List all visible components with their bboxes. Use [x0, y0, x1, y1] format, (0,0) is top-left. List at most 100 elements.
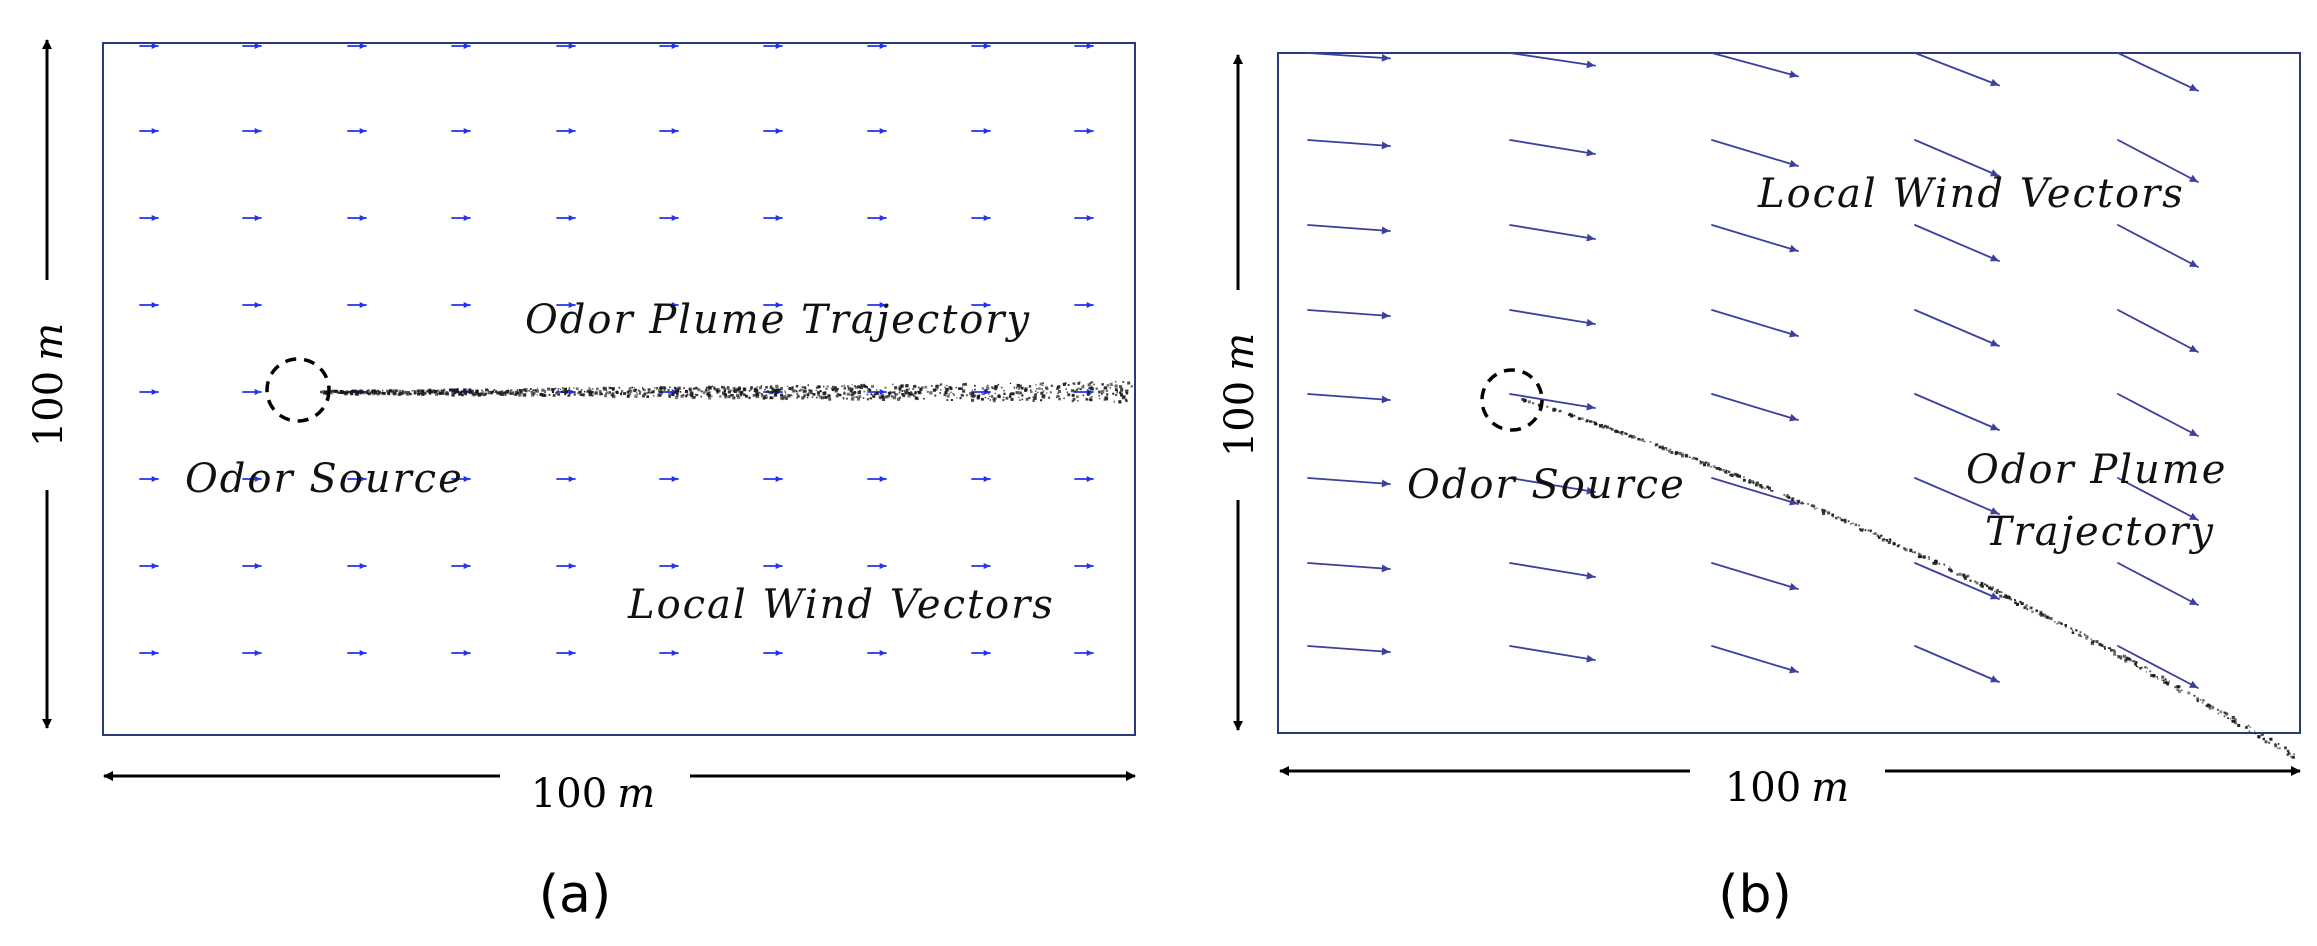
plume-dot	[945, 388, 948, 391]
plume-dot	[816, 396, 818, 399]
plume-dot	[1966, 574, 1970, 578]
plume-dot	[638, 390, 642, 393]
wind-arrow	[659, 42, 679, 50]
plume-dot	[956, 397, 958, 399]
plume-dot	[1089, 381, 1092, 384]
plume-dot	[662, 386, 666, 389]
plume-dot	[445, 391, 449, 395]
plume-dot	[780, 389, 782, 391]
plume-dot	[1527, 400, 1531, 404]
plume-dot	[1570, 414, 1574, 417]
plume-dot	[899, 390, 901, 392]
plume-dot	[1988, 587, 1991, 590]
plume-dot	[2044, 613, 2047, 616]
plume-dot	[1109, 382, 1113, 386]
plume-dot	[537, 387, 539, 389]
plume-dot	[451, 393, 455, 397]
plume-dot	[1105, 389, 1109, 393]
plume-dot	[1119, 385, 1123, 389]
plume-dot	[953, 394, 955, 396]
plume-dot	[1024, 388, 1028, 392]
wind-arrow	[2117, 52, 2199, 92]
plume-dot	[589, 391, 593, 395]
plume-dot	[2217, 709, 2219, 711]
plume-dot	[460, 392, 463, 395]
plume-dot	[729, 396, 731, 398]
plume-dot	[2107, 647, 2110, 649]
wind-arrow	[451, 562, 471, 570]
plume-dot	[1123, 395, 1126, 398]
plume-dot	[858, 395, 862, 399]
plume-dot	[555, 387, 557, 389]
plume-dot	[453, 391, 457, 395]
wind-arrow	[1914, 393, 2000, 431]
plume-dot	[2049, 617, 2053, 621]
plume-dot	[1712, 465, 1716, 469]
wind-arrow	[139, 127, 159, 135]
plume-dot	[2276, 747, 2279, 750]
plume-dot	[970, 395, 973, 398]
plume-dot	[2232, 719, 2236, 723]
plume-dot	[937, 387, 939, 389]
plume-dot	[647, 391, 650, 394]
plume-dot	[700, 395, 703, 398]
plume-dot	[1067, 383, 1070, 386]
plume-dot	[828, 397, 832, 401]
plume-dot	[1798, 499, 1801, 502]
plume-dot	[562, 387, 566, 391]
plume-dot	[468, 390, 472, 394]
plume-dot	[1522, 399, 1526, 403]
wind-arrow	[971, 42, 991, 50]
plume-dot	[737, 390, 741, 393]
plume-dot	[659, 391, 661, 393]
plume-dot	[620, 391, 623, 394]
plume-dot	[362, 391, 366, 395]
plume-dot	[1869, 530, 1872, 533]
plume-dot	[544, 389, 547, 392]
plume-dot	[732, 390, 735, 393]
plume-dot	[1075, 388, 1078, 391]
plume-dot	[448, 388, 452, 392]
plume-dot	[727, 395, 731, 399]
plume-dot	[2212, 706, 2215, 709]
plume-dot	[1801, 501, 1804, 504]
plume-dot	[421, 393, 425, 396]
plume-dot	[994, 387, 997, 391]
plume-dot	[2070, 627, 2073, 630]
plume-dot	[1531, 402, 1535, 405]
plume-dot	[989, 399, 991, 401]
plume-dot	[2010, 599, 2013, 601]
plume-dot	[881, 397, 886, 401]
plume-dot	[2026, 604, 2028, 606]
panel-b-height-label: 100m	[1217, 333, 1263, 457]
panel-b-source-label: Odor Source	[1407, 462, 1686, 508]
plume-dot	[755, 393, 759, 396]
plume-dot	[1030, 390, 1033, 394]
wind-arrow	[659, 127, 679, 135]
plume-dot	[530, 391, 534, 394]
plume-dot	[633, 389, 637, 392]
plume-dot	[787, 394, 791, 398]
plume-dot	[1669, 448, 1672, 451]
plume-dot	[1996, 592, 1999, 594]
plume-dot	[965, 383, 967, 385]
plume-dot	[919, 387, 923, 391]
plume-dot	[718, 388, 720, 390]
plume-dot	[2090, 638, 2092, 640]
plume-dot	[855, 386, 858, 389]
plume-dot	[627, 389, 631, 393]
plume-dot	[1842, 519, 1844, 522]
plume-dot	[2164, 678, 2167, 680]
plume-dot	[898, 385, 902, 389]
plume-dot	[2262, 737, 2265, 741]
plume-dot	[796, 393, 799, 396]
plume-dot	[1911, 551, 1914, 554]
plume-dot	[1127, 381, 1131, 385]
plume-dot	[749, 388, 753, 391]
wind-arrow	[451, 214, 471, 222]
plume-dot	[1040, 391, 1044, 395]
plume-dot	[2245, 726, 2248, 729]
plume-dot	[2225, 712, 2229, 716]
